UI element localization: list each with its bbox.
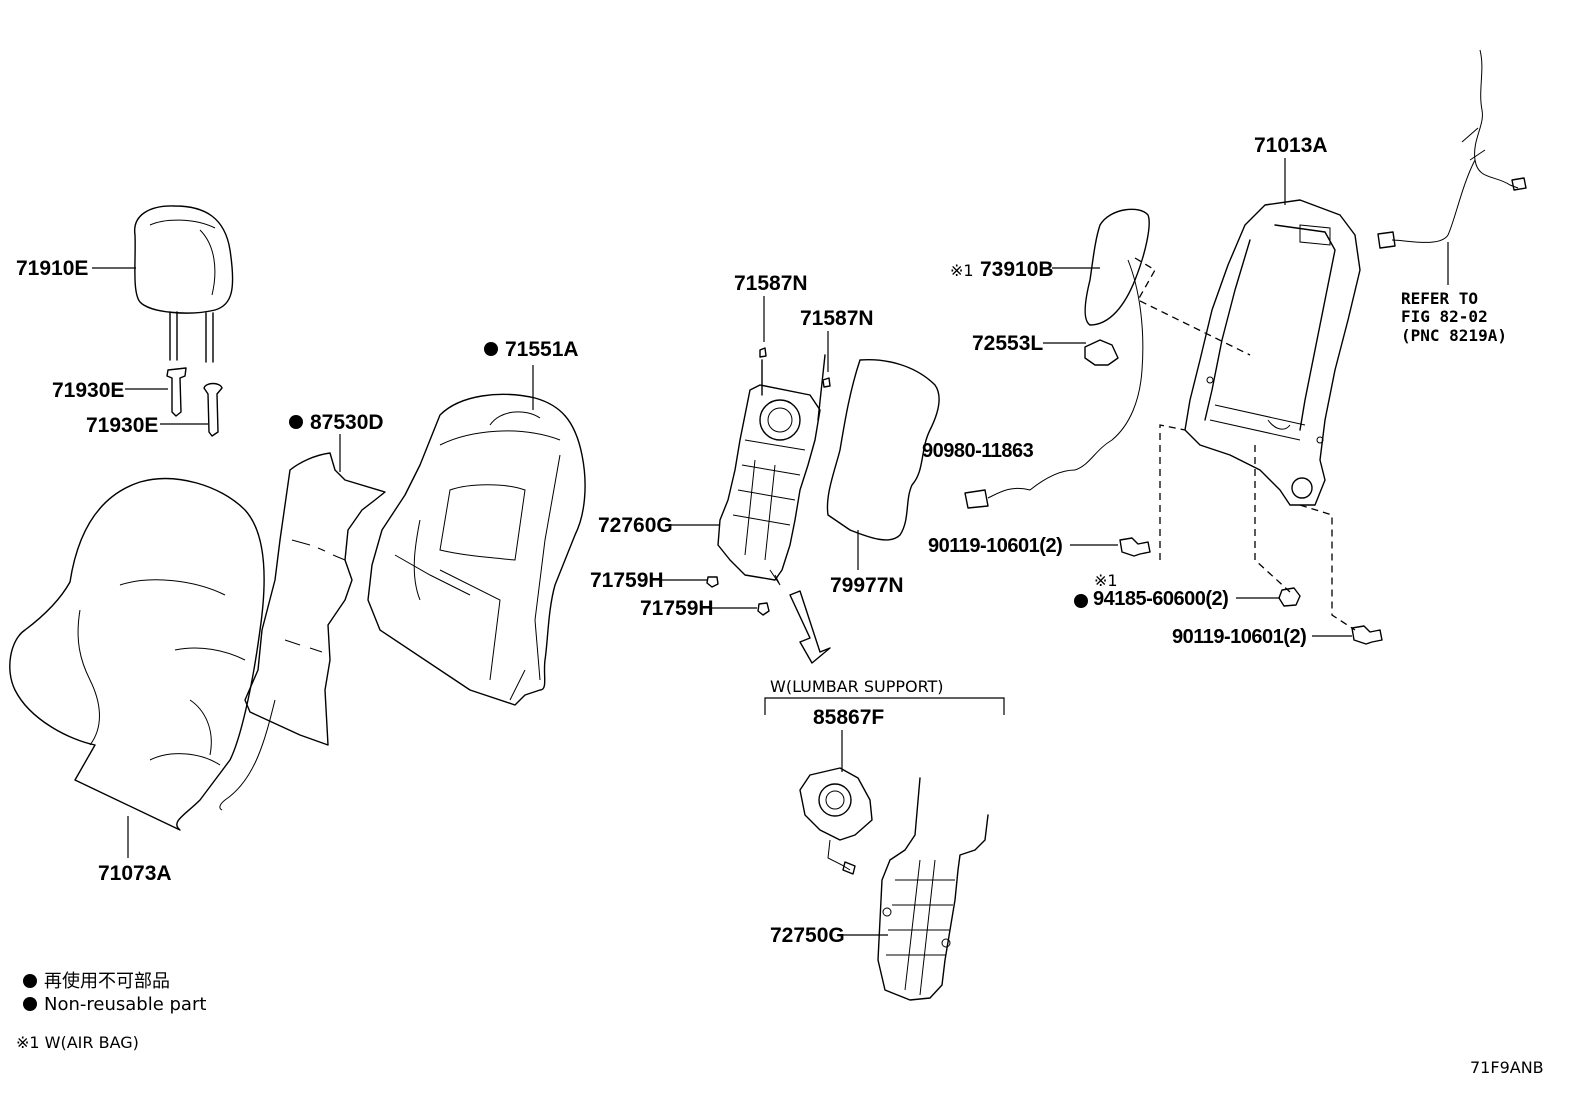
back-pad-drawing[interactable] bbox=[826, 358, 940, 541]
legend: 再使用不可部品 Non-reusable part ※1 W(AIR BAG) bbox=[16, 971, 206, 1052]
part-number-71759H-a[interactable]: 71759H bbox=[590, 569, 664, 592]
part-number-71013A[interactable]: 71013A bbox=[1254, 134, 1328, 157]
part-number-72750G[interactable]: 72750G bbox=[770, 924, 845, 947]
refer-note-line-2: FIG 82-02 bbox=[1401, 307, 1488, 326]
lumbar-motor-drawing[interactable] bbox=[799, 767, 873, 875]
part-number-90980-11863[interactable]: 90980-11863 bbox=[922, 440, 1034, 462]
wire-harness-drawing[interactable] bbox=[1377, 49, 1527, 249]
legend-en: Non-reusable part bbox=[44, 994, 206, 1015]
part-number-73910B[interactable]: 73910B bbox=[980, 258, 1054, 281]
legend-jp: 再使用不可部品 bbox=[44, 971, 170, 992]
non-reusable-marker-87530D bbox=[289, 415, 303, 429]
airbag-frame-guide-line bbox=[1134, 257, 1251, 356]
seatback-pad-drawing[interactable] bbox=[9, 478, 265, 831]
headrest-drawing[interactable] bbox=[134, 205, 234, 363]
part-number-94185-60600[interactable]: 94185-60600(2) bbox=[1093, 588, 1229, 610]
clip-71759H-b-drawing[interactable] bbox=[757, 602, 770, 616]
group-bracket bbox=[764, 697, 1005, 715]
part-number-71587N-a[interactable]: 71587N bbox=[734, 272, 808, 295]
part-number-79977N[interactable]: 79977N bbox=[830, 574, 904, 597]
bolt-90119-a-drawing[interactable] bbox=[1119, 537, 1151, 557]
refer-note-line-3: (PNC 8219A) bbox=[1401, 326, 1507, 345]
part-number-71930E-a[interactable]: 71930E bbox=[52, 379, 124, 402]
seat-heater-drawing[interactable] bbox=[219, 452, 386, 811]
part-number-71073A[interactable]: 71073A bbox=[98, 862, 172, 885]
part-number-90119-10601-b[interactable]: 90119-10601(2) bbox=[1172, 626, 1307, 648]
part-number-71759H-b[interactable]: 71759H bbox=[640, 597, 714, 620]
connector-90980-drawing[interactable] bbox=[964, 469, 1076, 509]
up-arrow-icon bbox=[789, 590, 831, 664]
group-label-lumbar-support: W(LUMBAR SUPPORT) bbox=[770, 677, 944, 696]
non-reusable-marker-71551A bbox=[484, 342, 498, 356]
part-number-71910E[interactable]: 71910E bbox=[16, 257, 88, 280]
part-number-72760G[interactable]: 72760G bbox=[598, 514, 673, 537]
nut-guide-line bbox=[1254, 445, 1291, 593]
seatback-cover-drawing[interactable] bbox=[367, 393, 586, 706]
airbag-ref-mark-1: ※1 bbox=[950, 261, 974, 280]
bolt-a-guide-line bbox=[1159, 424, 1186, 560]
lumbar-plate-drawing[interactable] bbox=[877, 777, 989, 1001]
part-number-71551A[interactable]: 71551A bbox=[505, 338, 579, 361]
part-number-71930E-b[interactable]: 71930E bbox=[86, 414, 158, 437]
side-airbag-drawing[interactable] bbox=[1074, 208, 1150, 471]
part-number-71587N-b[interactable]: 71587N bbox=[800, 307, 874, 330]
part-number-72553L[interactable]: 72553L bbox=[972, 332, 1043, 355]
part-number-85867F[interactable]: 85867F bbox=[813, 706, 884, 729]
bolt-b-guide-line bbox=[1299, 504, 1356, 631]
bracket-72553L-drawing[interactable] bbox=[1084, 339, 1119, 366]
seatback-frame-drawing[interactable] bbox=[1184, 199, 1361, 506]
airbag-ref-mark-1-b: ※1 bbox=[1094, 571, 1118, 590]
headrest-support-drawing[interactable] bbox=[166, 367, 223, 437]
legend-dot-jp bbox=[23, 974, 37, 988]
bolt-90119-b-drawing[interactable] bbox=[1351, 625, 1383, 645]
part-number-87530D[interactable]: 87530D bbox=[310, 411, 384, 434]
part-number-90119-10601-a[interactable]: 90119-10601(2) bbox=[928, 535, 1063, 557]
legend-footnote: ※1 W(AIR BAG) bbox=[16, 1033, 139, 1052]
refer-note-line-1: REFER TO bbox=[1401, 289, 1478, 308]
non-reusable-marker-94185 bbox=[1074, 594, 1088, 608]
clip-71759H-a-drawing[interactable] bbox=[706, 576, 719, 588]
lumbar-assembly-drawing[interactable] bbox=[717, 347, 831, 586]
diagram-id: 71F9ANB bbox=[1470, 1058, 1544, 1077]
legend-dot-en bbox=[23, 997, 37, 1011]
